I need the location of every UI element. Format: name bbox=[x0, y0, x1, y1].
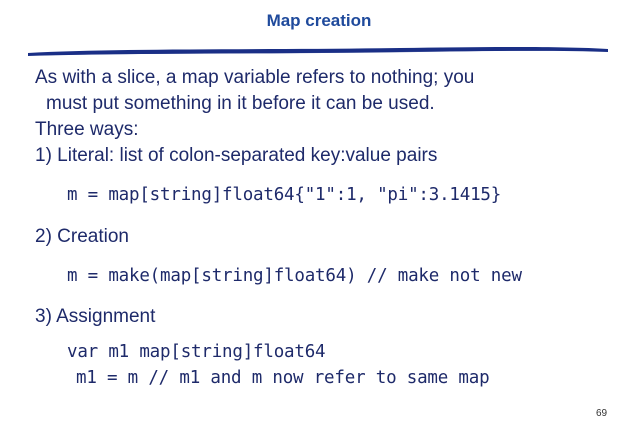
title-underline-brush-stroke bbox=[28, 47, 608, 56]
slide-title: Map creation bbox=[266, 11, 372, 30]
item-3-heading: 3) Assignment bbox=[35, 306, 156, 327]
item-3-code-line-2: m1 = m // m1 and m now refer to same map bbox=[76, 368, 490, 388]
intro-line-1: As with a slice, a map variable refers t… bbox=[35, 67, 475, 88]
page-number: 69 bbox=[596, 408, 608, 419]
item-1-heading: 1) Literal: list of colon-separated key:… bbox=[35, 145, 438, 166]
item-1-code: m = map[string]float64{"1":1, "pi":3.141… bbox=[67, 185, 502, 205]
three-ways-label: Three ways: bbox=[35, 119, 139, 140]
item-3-code-line-1: var m1 map[string]float64 bbox=[67, 342, 326, 362]
intro-line-2: must put something in it before it can b… bbox=[46, 93, 435, 114]
item-2-heading: 2) Creation bbox=[35, 226, 129, 247]
item-2-code: m = make(map[string]float64) // make not… bbox=[67, 266, 522, 286]
